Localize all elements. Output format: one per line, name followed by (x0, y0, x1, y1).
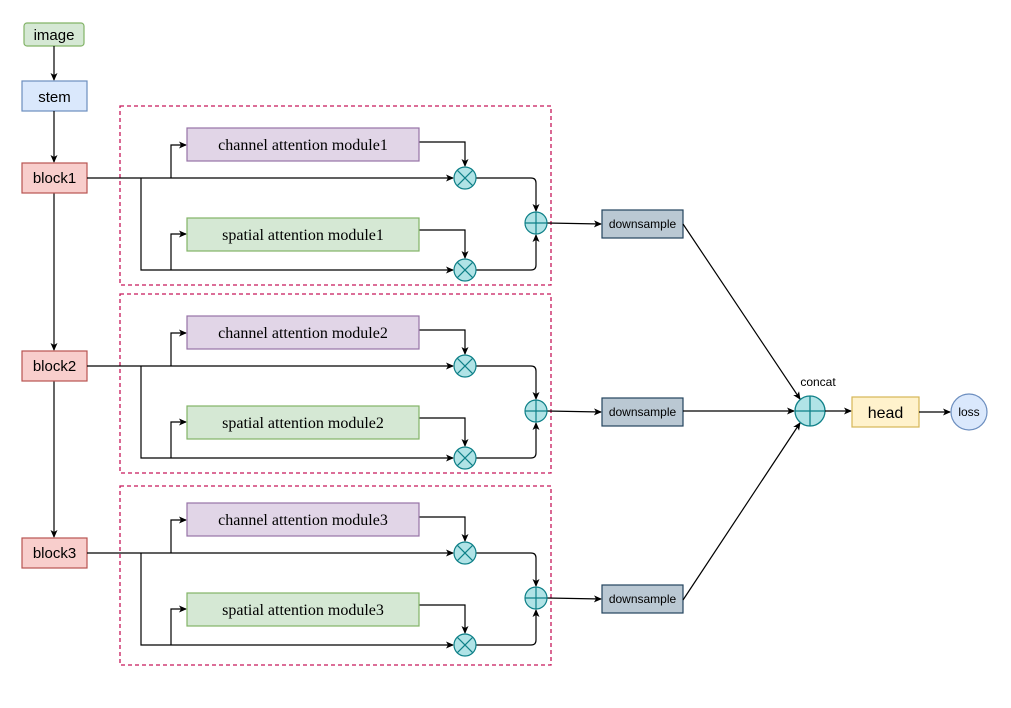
arrow-to-spatial (170, 230, 187, 270)
arrow-to-spatial (170, 418, 187, 458)
arrow-spatial-to-multiply (419, 417, 469, 447)
arrow-channel-to-multiply (419, 329, 469, 355)
arrow-downsample1-concat (682, 223, 801, 400)
arrow-add-to-downsample (546, 408, 602, 416)
channel-attention-module-2: channel attention module2 (186, 315, 420, 350)
spatial-module-label: spatial attention module1 (222, 227, 384, 244)
downsample-node-1: downsample (601, 209, 684, 239)
multiply-icon (453, 633, 477, 657)
arrow-spatial-to-multiply (419, 604, 469, 634)
image-label: image (34, 27, 75, 44)
attention-group-2 (119, 293, 552, 474)
spatial-attention-module-1: spatial attention module1 (186, 217, 420, 252)
arrow-multiply-bottom-to-add (476, 234, 540, 271)
arrow-multiply-top-to-add (476, 552, 540, 587)
block-row-2: block2 channel attention module2 spatial a… (21, 293, 684, 474)
arrow-spatial-to-multiply (419, 229, 469, 259)
loss-node: loss (950, 393, 988, 431)
block1-node: block1 (21, 162, 88, 194)
spatial-attention-module-2: spatial attention module2 (186, 405, 420, 440)
channel-module-label: channel attention module3 (218, 512, 388, 529)
block-row-1: block1 channel attention module1 spatial a… (21, 105, 684, 286)
channel-attention-module-1: channel attention module1 (186, 127, 420, 162)
block3-node: block3 (21, 537, 88, 569)
arrow-add-to-downsample (546, 220, 602, 228)
arrow-downsample3-concat (682, 422, 801, 601)
attention-group-1 (119, 105, 552, 286)
block3-label: block3 (33, 545, 76, 562)
arrow-multiply-top-to-add (476, 177, 540, 212)
arrow-to-channel (170, 141, 187, 178)
concat-label: concat (800, 375, 836, 389)
channel-module-label: channel attention module1 (218, 137, 388, 154)
arrow-to-spatial (170, 605, 187, 645)
downsample-label: downsample (609, 405, 677, 419)
concat-plus-icon (794, 395, 826, 427)
multiply-icon (453, 541, 477, 565)
block2-label: block2 (33, 358, 76, 375)
spatial-attention-module-3: spatial attention module3 (186, 592, 420, 627)
downsample-label: downsample (609, 592, 677, 606)
arrow-to-channel (170, 516, 187, 553)
arrow-block-to-multiply-bottom (140, 553, 454, 649)
downsample-label: downsample (609, 217, 677, 231)
arrow-add-to-downsample (546, 595, 602, 603)
arrow-block-to-multiply-bottom (140, 366, 454, 462)
head-node: head (851, 396, 920, 428)
arrow-to-channel (170, 329, 187, 366)
stem-label: stem (38, 89, 71, 106)
image-node: image (23, 22, 85, 47)
head-label: head (868, 405, 904, 422)
arrow-multiply-bottom-to-add (476, 422, 540, 459)
arrow-channel-to-multiply (419, 141, 469, 167)
multiply-icon (453, 354, 477, 378)
add-icon (524, 399, 548, 423)
loss-label: loss (958, 405, 979, 419)
attention-group-3 (119, 485, 552, 666)
multiply-icon (453, 166, 477, 190)
spatial-module-label: spatial attention module3 (222, 602, 384, 619)
arrow-multiply-top-to-add (476, 365, 540, 400)
block1-label: block1 (33, 170, 76, 187)
arrow-block-to-multiply-bottom (140, 178, 454, 274)
downsample-node-3: downsample (601, 584, 684, 614)
block-row-3: block3 channel attention module3 spatial a… (21, 485, 684, 666)
stem-node: stem (21, 80, 88, 112)
multiply-icon (453, 258, 477, 282)
multiply-icon (453, 446, 477, 470)
add-icon (524, 211, 548, 235)
block2-node: block2 (21, 350, 88, 382)
spatial-module-label: spatial attention module2 (222, 415, 384, 432)
arrow-channel-to-multiply (419, 516, 469, 542)
channel-module-label: channel attention module2 (218, 325, 388, 342)
channel-attention-module-3: channel attention module3 (186, 502, 420, 537)
arrow-multiply-bottom-to-add (476, 609, 540, 646)
add-icon (524, 586, 548, 610)
downsample-node-2: downsample (601, 397, 684, 427)
